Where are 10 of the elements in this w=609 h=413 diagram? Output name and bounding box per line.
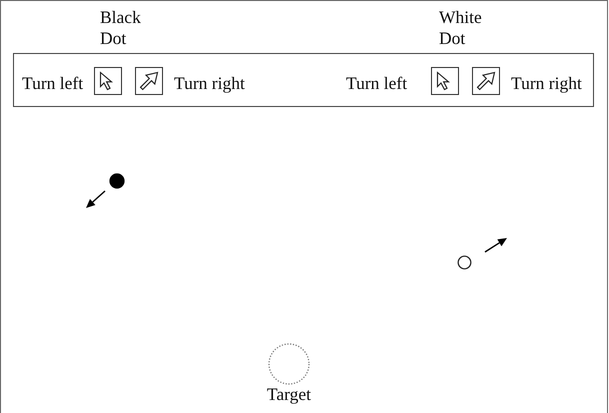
- hollow-dot: [456, 254, 472, 270]
- target-label: Target: [266, 384, 312, 404]
- column-heading: Black Dot: [100, 7, 141, 49]
- control-panel: [13, 53, 594, 107]
- turn-right-label: Turn right: [511, 73, 582, 93]
- turn-right-label: Turn right: [174, 73, 245, 93]
- turn-left-label: Turn left: [346, 73, 408, 93]
- turn-left-label: Turn left: [22, 73, 84, 93]
- column-heading: White Dot: [439, 7, 482, 49]
- filled-dot: [109, 173, 125, 189]
